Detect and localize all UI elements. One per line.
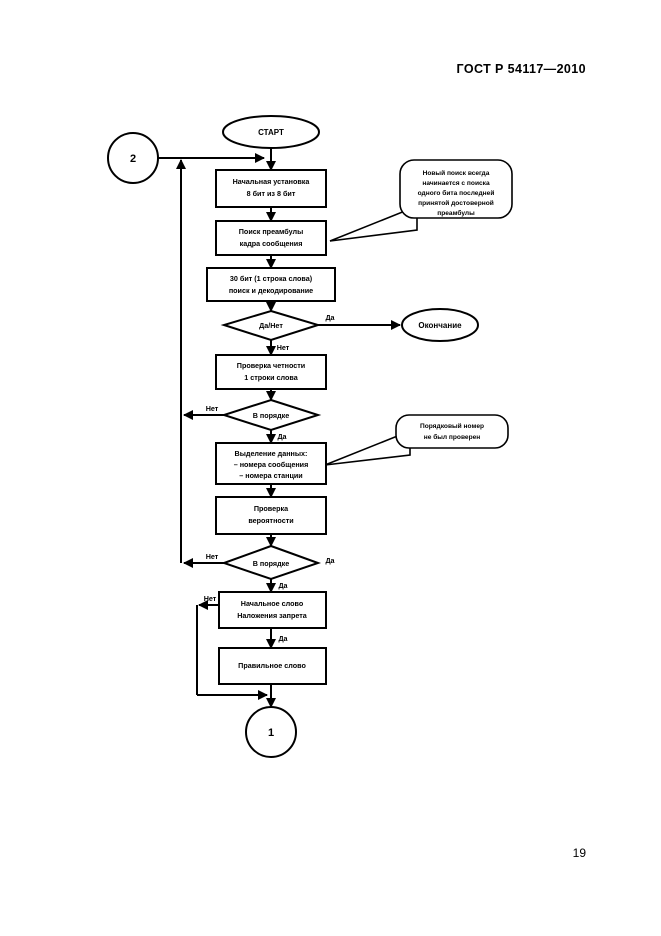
process-decode-30bit-line-2: поиск и декодирование — [229, 286, 313, 295]
terminal-start-label: СТАРТ — [258, 128, 284, 137]
callout-preamble-line-5: преамбулы — [437, 209, 475, 217]
process-preamble-search-line-1: Поиск преамбулы — [239, 227, 303, 236]
page-number: 19 — [572, 846, 586, 860]
edge-labels: Да Нет Нет Да Нет Да Да Нет Да — [204, 313, 336, 643]
edge-label-banword-yes: Да — [278, 634, 288, 643]
callout-preamble-line-4: принятой достоверной — [418, 199, 494, 207]
callout-preamble-line-2: начинается с поиска — [422, 180, 490, 187]
process-init-line-2: 8 бит из 8 бит — [247, 189, 296, 198]
connector-node-1-label: 1 — [268, 727, 274, 739]
process-probability-check[interactable]: Проверка вероятности — [215, 496, 327, 535]
callout-preamble-line-3: одного бита последней — [418, 189, 495, 197]
connector-node-1[interactable]: 1 — [245, 706, 297, 758]
edge-label-order2-yes-right: Да — [325, 556, 335, 565]
process-start-word-ban-line-2: Наложения запрета — [237, 611, 308, 620]
terminal-end[interactable]: Окончание — [401, 308, 479, 342]
process-data-extract[interactable]: Выделение данных: – номера сообщения – н… — [215, 442, 327, 485]
process-decode-30bit[interactable]: 30 бит (1 строка слова) поиск и декодиро… — [206, 267, 336, 302]
process-probability-check-line-1: Проверка — [254, 504, 289, 513]
decision-order-check-2-label: В порядке — [253, 559, 290, 568]
process-preamble-search[interactable]: Поиск преамбулы кадра сообщения — [215, 220, 327, 256]
decision-order-check-2[interactable]: В порядке — [220, 544, 322, 581]
terminal-start[interactable]: СТАРТ — [222, 115, 320, 149]
process-data-extract-line-3: – номера станции — [239, 471, 302, 480]
decision-order-check-1-label: В порядке — [253, 411, 290, 420]
process-data-extract-line-1: Выделение данных: — [235, 449, 308, 458]
edge-label-order2-yes-down: Да — [278, 581, 288, 590]
document-standard-header: ГОСТ Р 54117—2010 — [456, 62, 586, 76]
decision-order-check-1[interactable]: В порядке — [220, 398, 322, 432]
process-init-line-1: Начальная установка — [233, 177, 311, 186]
process-start-word-ban-line-1: Начальное слово — [241, 599, 304, 608]
edge-label-decision-yes: Да — [325, 313, 335, 322]
process-start-word-ban[interactable]: Начальное слово Наложения запрета — [218, 591, 327, 629]
decision-yes-no[interactable]: Да/Нет — [220, 309, 322, 342]
process-data-extract-line-2: – номера сообщения — [234, 460, 309, 469]
process-decode-30bit-line-1: 30 бит (1 строка слова) — [230, 274, 313, 283]
callout-sequence-leader-lower — [324, 440, 411, 466]
connector-node-2-label: 2 — [130, 153, 136, 165]
process-parity-check[interactable]: Проверка четности 1 строки слова — [215, 354, 327, 390]
process-init[interactable]: Начальная установка 8 бит из 8 бит — [215, 169, 327, 208]
callout-sequence-line-2: не был проверен — [424, 433, 481, 441]
process-correct-word-label: Правильное слово — [238, 661, 306, 670]
decision-yes-no-label: Да/Нет — [259, 321, 283, 330]
process-parity-check-line-2: 1 строки слова — [244, 373, 298, 382]
process-probability-check-line-2: вероятности — [248, 516, 293, 525]
edge-label-decision-no: Нет — [277, 343, 290, 352]
process-parity-check-line-1: Проверка четности — [237, 361, 305, 370]
edge-label-order2-no: Нет — [206, 552, 219, 561]
edge-label-order1-no: Нет — [206, 404, 219, 413]
edge-label-order1-yes: Да — [277, 432, 287, 441]
callout-sequence-line-1: Порядковый номер — [420, 422, 484, 430]
callout-preamble[interactable]: Новый поиск всегда начинается с поиска о… — [399, 159, 513, 219]
edge-label-banword-no: Нет — [204, 594, 217, 603]
callout-preamble-leader-lower — [329, 212, 418, 242]
callout-preamble-line-1: Новый поиск всегда — [423, 169, 490, 177]
terminal-end-label: Окончание — [418, 321, 462, 330]
connector-node-2[interactable]: 2 — [107, 132, 159, 184]
process-preamble-search-line-2: кадра сообщения — [240, 239, 303, 248]
process-correct-word[interactable]: Правильное слово — [218, 647, 327, 685]
callout-sequence[interactable]: Порядковый номер не был проверен — [395, 414, 509, 449]
